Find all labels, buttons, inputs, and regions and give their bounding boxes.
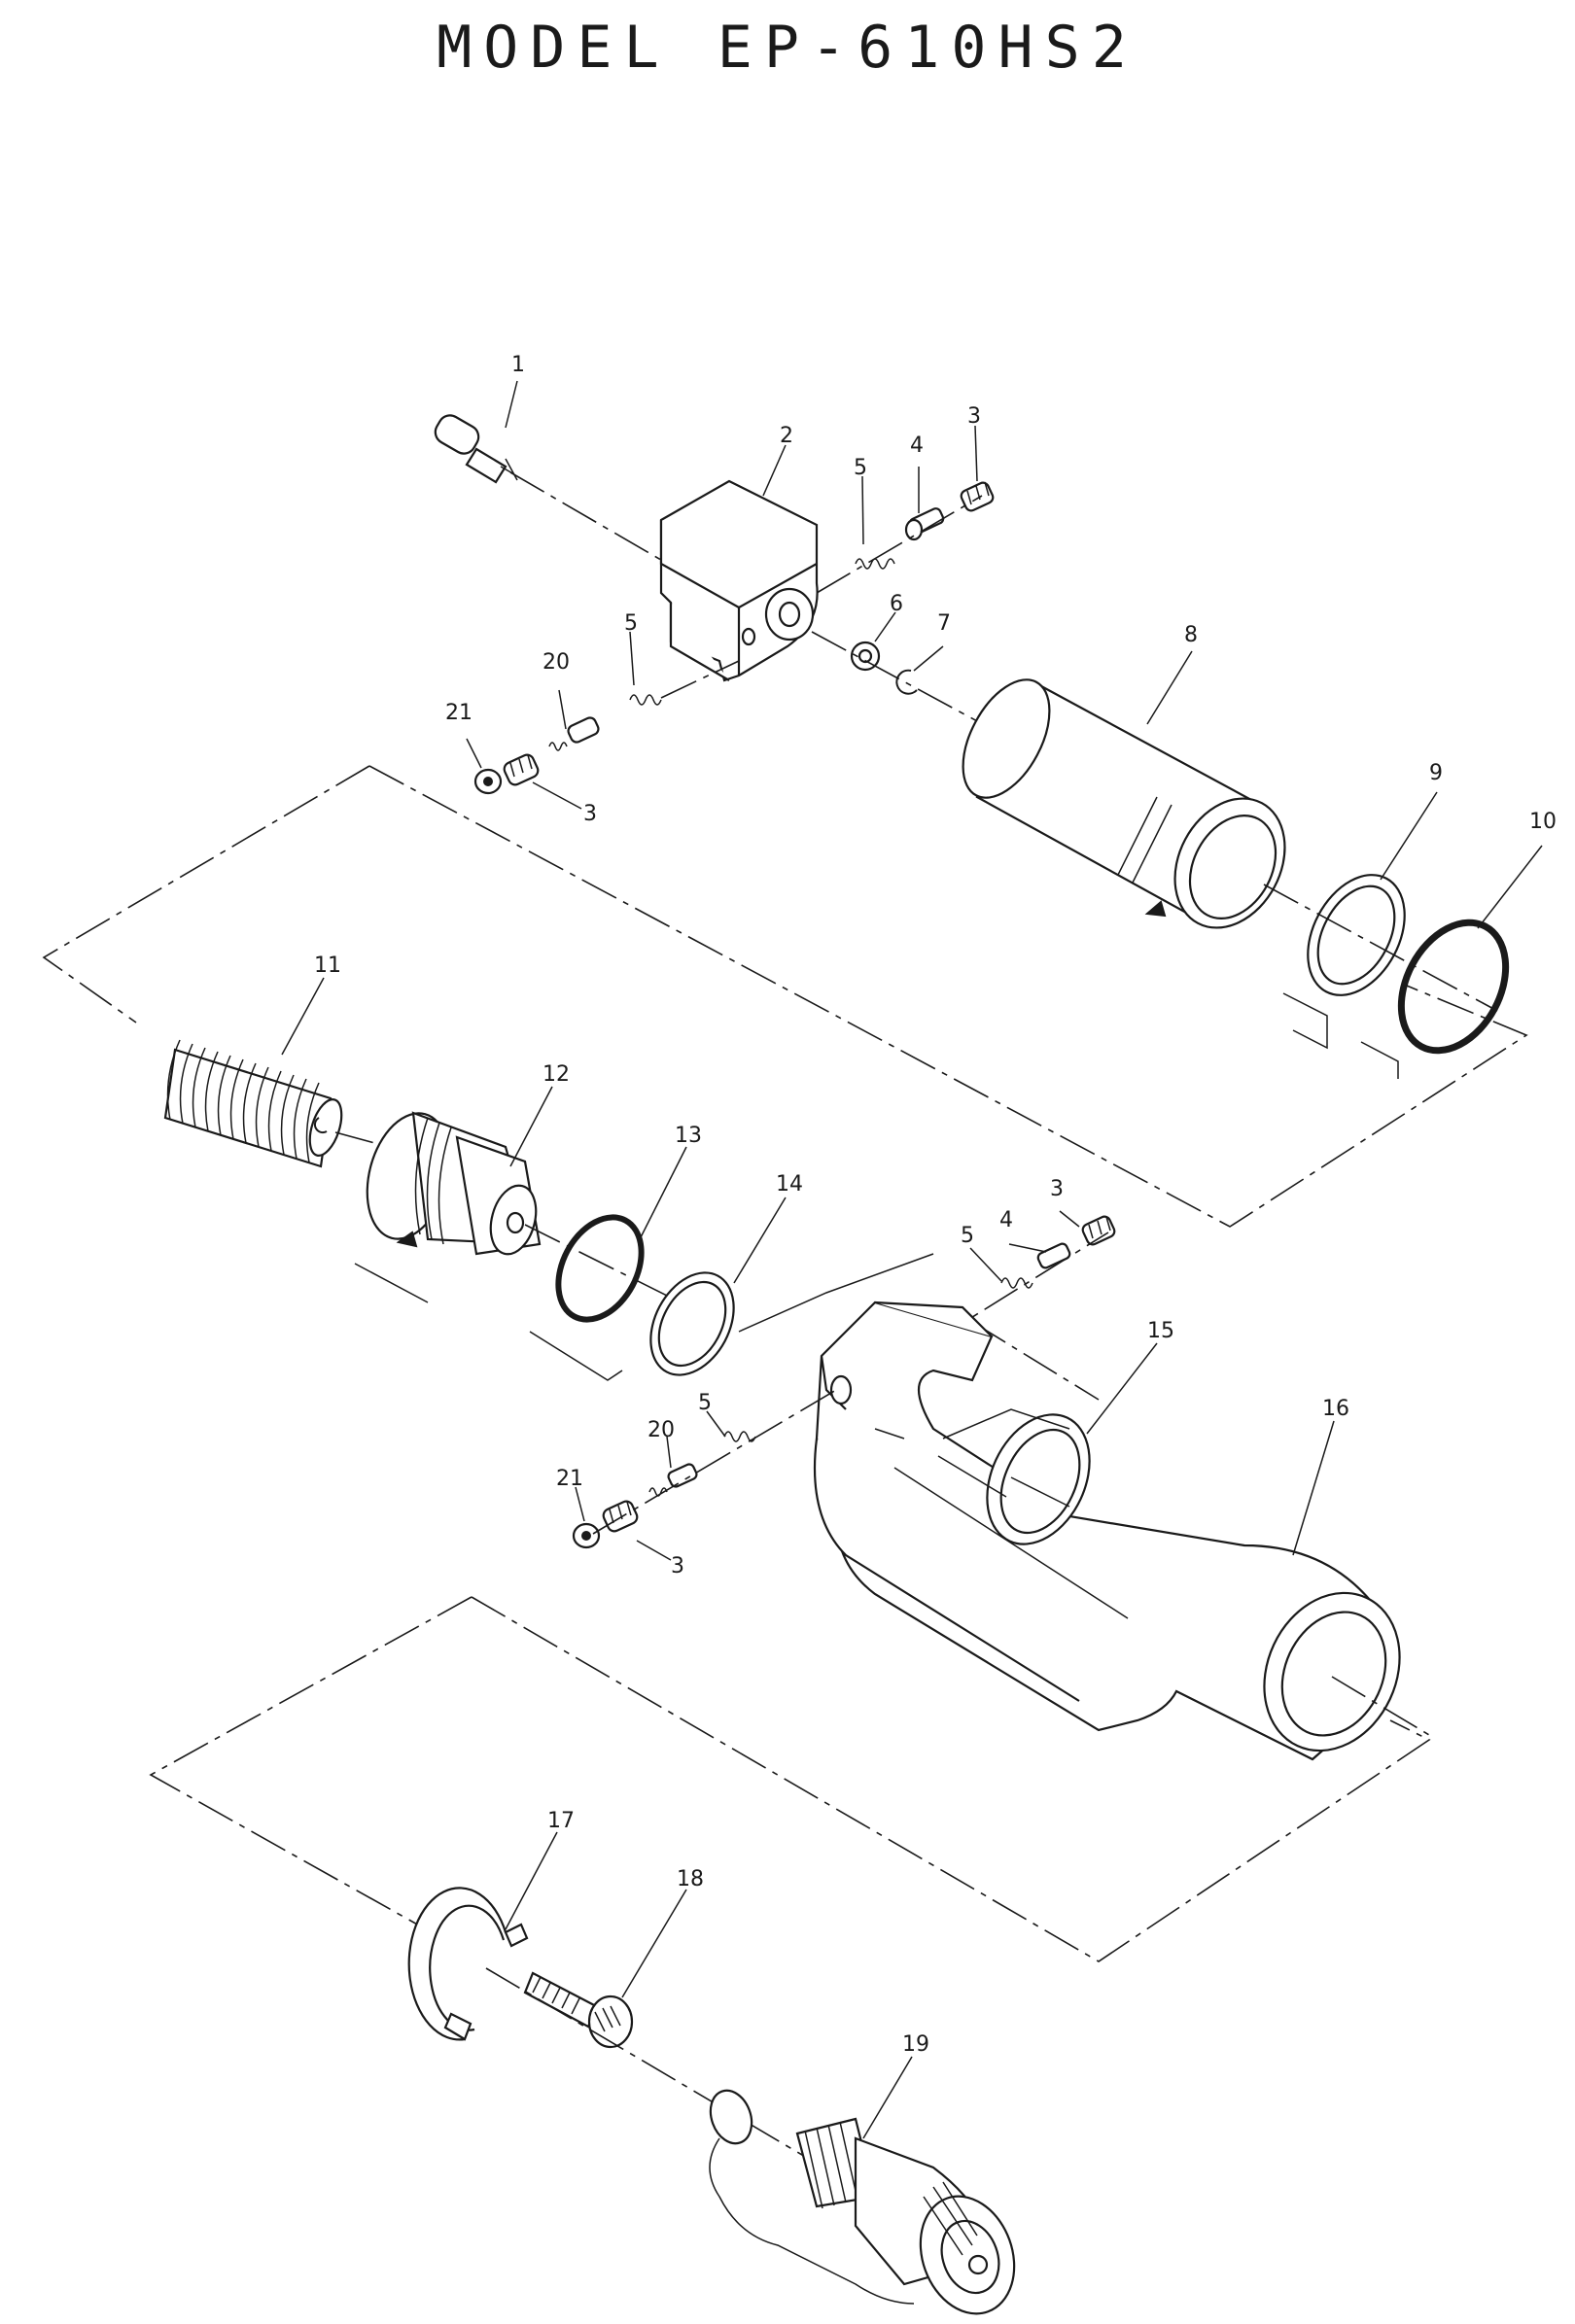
part-5-spring-body-upper [1000, 1277, 1033, 1289]
callout-12: 12 [542, 1062, 570, 1087]
callout-5-mid: 5 [961, 1224, 974, 1248]
piston-section-brackets [354, 1253, 934, 1381]
part-20-check-valve-lower [648, 1463, 698, 1497]
part-14-backup-ring [649, 1271, 735, 1376]
ring-section-brackets [1282, 992, 1399, 1079]
callout-5-lower: 5 [698, 1391, 712, 1415]
callout-11: 11 [314, 954, 341, 978]
callout-21-lower: 21 [556, 1467, 583, 1491]
assembly-plane-top [42, 765, 1528, 1228]
part-6-washer [850, 641, 881, 672]
part-3-plug-body-lower [602, 1500, 639, 1533]
callout-4-mid: 4 [999, 1208, 1013, 1232]
leader-lines [281, 380, 1543, 2139]
callout-7: 7 [937, 611, 951, 636]
part-18-screw [523, 1971, 634, 2049]
callout-21-top: 21 [445, 701, 472, 725]
part-21-plug-small-lower [572, 1522, 601, 1549]
callout-17: 17 [547, 1809, 575, 1833]
assembly-plane-bottom [149, 1596, 1431, 1962]
callout-14: 14 [776, 1172, 803, 1197]
part-5-spring-left [629, 660, 740, 706]
diagram-title: MODEL EP-610HS2 [437, 14, 1138, 82]
part-16-main-body [813, 1301, 1401, 1761]
callout-5-top: 5 [854, 456, 867, 480]
callout-2: 2 [780, 424, 793, 448]
axis-head-to-cylinder [811, 631, 993, 730]
part-13-o-ring [555, 1214, 645, 1323]
callout-8: 8 [1184, 623, 1198, 647]
part-9-backup-ring [1307, 874, 1406, 996]
part-3-plug-upper [960, 481, 995, 512]
callout-3-left: 3 [583, 802, 597, 826]
callout-6: 6 [890, 592, 903, 616]
callout-13: 13 [675, 1124, 702, 1148]
callout-1: 1 [511, 353, 525, 377]
callout-9: 9 [1429, 761, 1443, 785]
callout-20-top: 20 [542, 650, 570, 675]
body-section-brackets [937, 1408, 1070, 1498]
part-17-retaining-ring [407, 1887, 529, 2041]
part-3-plug-body-upper [1081, 1215, 1116, 1246]
part-21-plug-small [473, 768, 503, 795]
callout-15: 15 [1147, 1319, 1174, 1343]
part-19-coupler [709, 2089, 1016, 2315]
callout-4-top: 4 [910, 434, 924, 458]
callout-5-left: 5 [624, 611, 638, 636]
part-3-plug-left [503, 753, 540, 786]
callout-3-top: 3 [967, 404, 981, 429]
callout-3-lower: 3 [671, 1554, 684, 1578]
callout-3-mid: 3 [1050, 1177, 1064, 1201]
part-2-head-block [659, 479, 819, 682]
axis-cylinder-rings [1263, 884, 1498, 1012]
callout-numbers: 1 2 3 4 5 6 7 8 9 10 5 20 21 3 11 12 13 … [314, 353, 1557, 2057]
part-15-backup-ring [986, 1413, 1091, 1545]
part-7-snap-ring [895, 669, 918, 695]
axis-body-cross [971, 1321, 1100, 1401]
part-5-spring-upper [816, 495, 983, 594]
axis-body-bore [1331, 1676, 1430, 1736]
callout-18: 18 [677, 1867, 704, 1891]
part-20-check-valve [548, 716, 600, 751]
part-1-pin [434, 414, 769, 623]
axis-bottom [485, 1967, 808, 2159]
callout-20-lower: 20 [648, 1418, 675, 1442]
callout-16: 16 [1322, 1397, 1349, 1421]
part-12-piston [366, 1111, 542, 1256]
part-11-return-spring [163, 1039, 390, 1168]
callout-19: 19 [902, 2032, 929, 2057]
callout-10: 10 [1529, 810, 1557, 834]
part-8-cylinder [962, 678, 1286, 929]
axis-body-lower-valve [592, 1389, 837, 1535]
part-4-valve-seat-body [1036, 1242, 1071, 1269]
part-4-valve-seat-upper [904, 507, 945, 541]
